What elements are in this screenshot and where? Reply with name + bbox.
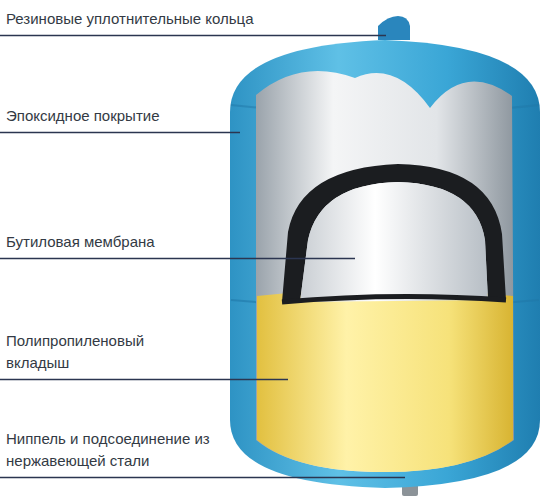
- leader-line: [0, 258, 355, 260]
- part-label: Резиновые уплотнительные кольца: [6, 8, 346, 30]
- part-label: Эпоксидное покрытие: [6, 105, 246, 127]
- liner: [257, 289, 513, 472]
- part-label: Полипропиленовый вкладыш: [6, 330, 176, 374]
- leader-line: [0, 132, 240, 134]
- top-cap: [378, 16, 410, 40]
- membrane: [282, 164, 506, 302]
- leader-line: [0, 379, 288, 381]
- part-label: Ниппель и подсоединение из нержавеющей с…: [6, 428, 211, 472]
- leader-line: [0, 477, 405, 479]
- cutaway: [256, 71, 514, 472]
- tank-body: [230, 40, 540, 488]
- leader-line: [0, 35, 386, 37]
- part-label: Бутиловая мембрана: [6, 231, 246, 253]
